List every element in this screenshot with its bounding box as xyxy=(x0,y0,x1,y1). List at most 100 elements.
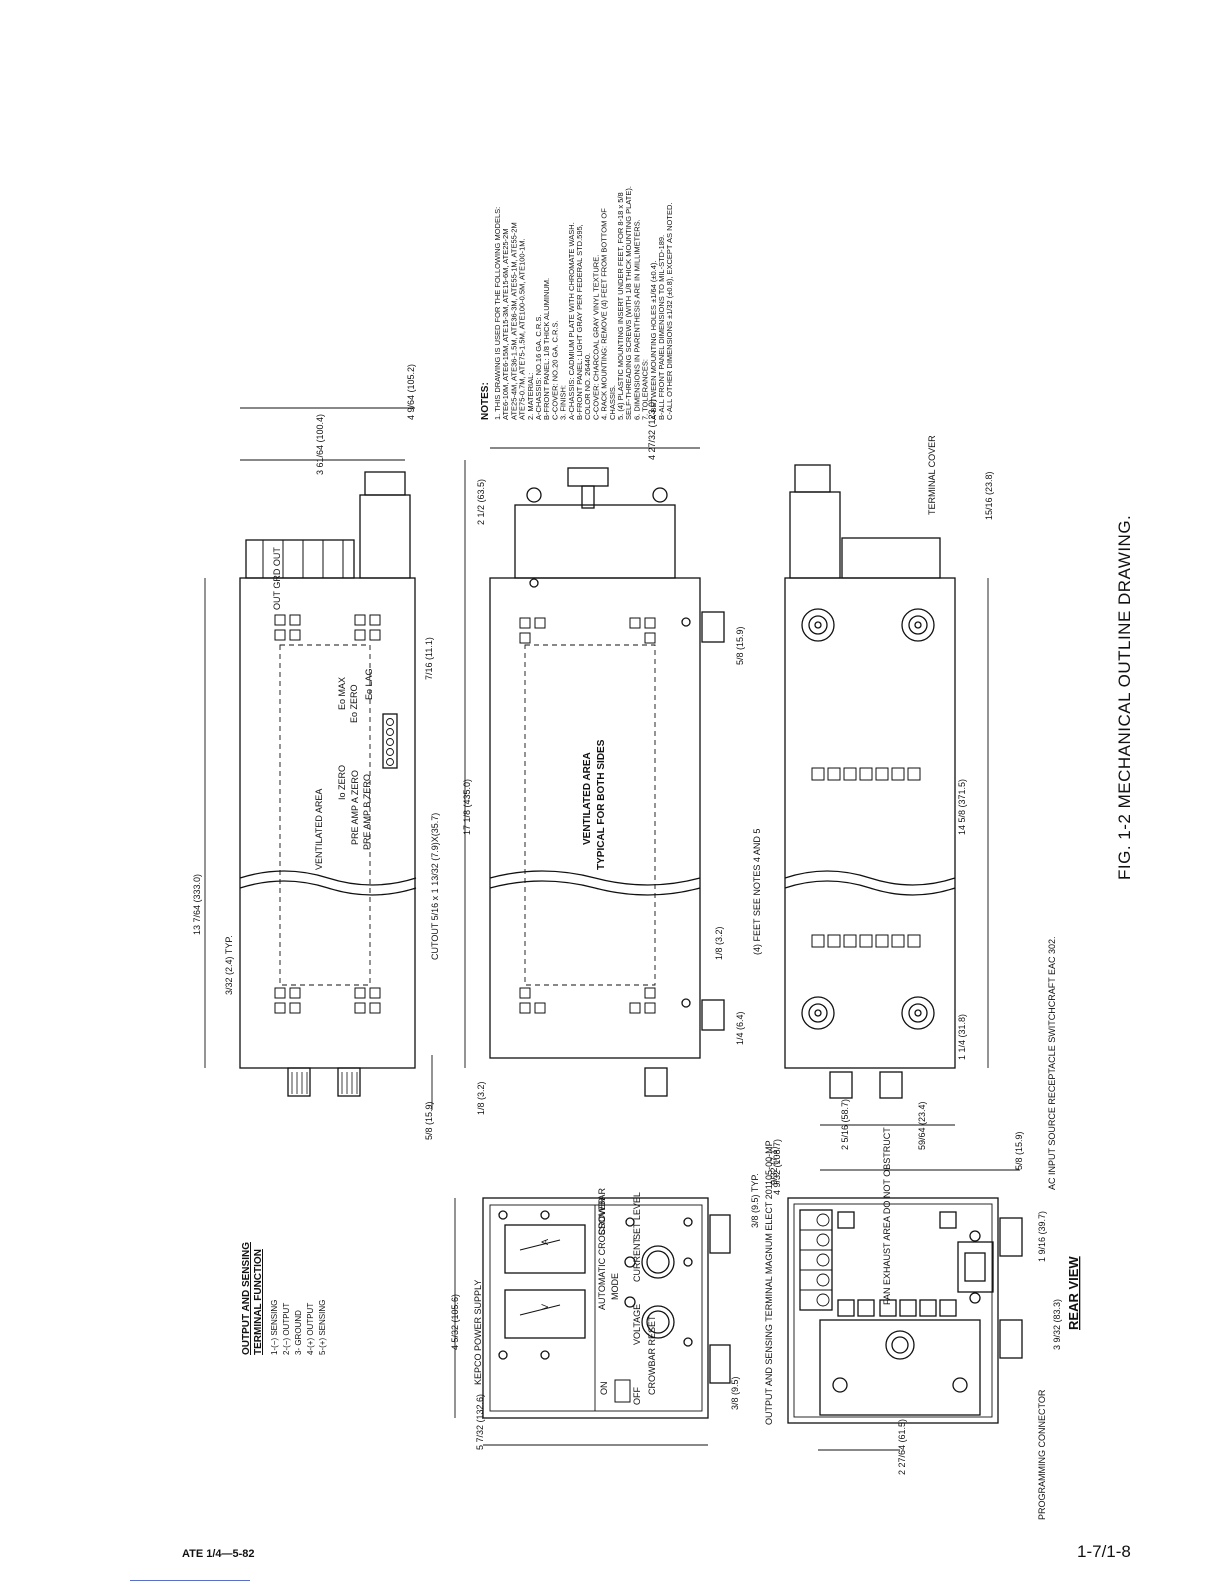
mounting-feet xyxy=(801,608,935,1030)
note-line: 4. RACK MOUNTING: REMOVE (4) FEET FROM B… xyxy=(600,208,609,420)
note-line: ATE25-4M, ATE36-1.5M, ATE36-3M, ATE55-1M… xyxy=(509,222,518,420)
note-line: ATE75-0.7M, ATE75-1.5M, ATE100-0.5M, ATE… xyxy=(518,238,527,420)
footer-page-number: 1-7/1-8 xyxy=(1077,1542,1131,1561)
dim-d11: 5/8 (15.9) xyxy=(735,626,745,665)
bottom-view xyxy=(784,464,989,1126)
rotated-labels: 4 9/64 (105.2) 3 61/64 (100.4) 13 7/64 (… xyxy=(192,186,1081,1520)
dim-d10: 4 27/32 (123.0) xyxy=(647,399,657,460)
note-line: B-FRONT PANEL: 1/8 THICK ALUMINUM. xyxy=(542,278,551,420)
dim-d1: 4 9/64 (105.2) xyxy=(406,364,416,420)
label-io-zero: Io ZERO xyxy=(337,765,347,800)
note-line: A-CHASSIS: CADMIUM PLATE WITH CHROMATE W… xyxy=(567,222,576,420)
dim-d6: 5/8 (15.9) xyxy=(424,1101,434,1140)
note-line: ATE6-10M, ATE6-15M, ATE15-3M, ATE15-6M, … xyxy=(501,229,510,420)
dim-d21: 3/8 (9.5) xyxy=(730,1376,740,1410)
note-line: COLOR NO. 26440. xyxy=(583,353,592,420)
label-meter-a: A xyxy=(540,1239,550,1245)
label-preamp-a: PRE AMP A ZERO xyxy=(350,770,360,845)
dim-d13: 1/4 (6.4) xyxy=(735,1011,745,1045)
footer-link-underline xyxy=(130,1580,250,1581)
label-current: CURRENT xyxy=(632,1237,642,1282)
dim-d12: 1/8 (3.2) xyxy=(714,926,724,960)
label-off: OFF xyxy=(632,1387,642,1405)
dim-d19: 4 5/32 (105.6) xyxy=(450,1294,460,1350)
dim-d24: 9/32 (7.1) xyxy=(769,1146,779,1185)
front-view xyxy=(454,1197,731,1446)
label-typical-both: TYPICAL FOR BOTH SIDES xyxy=(596,739,607,870)
dim-d4: 3/32 (2.4) TYP. xyxy=(224,935,234,995)
label-ventilated-both: VENTILATED AREA xyxy=(582,752,593,845)
label-terminal-strip: OUT GRD OUT xyxy=(272,547,282,610)
dim-d23: 3/8 (9.5) TYP. xyxy=(750,1173,760,1228)
note-line: 3. FINISH: xyxy=(559,385,568,420)
label-voltage: VOLTAGE xyxy=(632,1304,642,1345)
notes-heading: NOTES: xyxy=(480,382,491,420)
dim-d26: 1 9/16 (39.7) xyxy=(1037,1211,1047,1262)
dim-d20: 5 7/32 (132.6) xyxy=(475,1394,485,1450)
dim-d2: 3 61/64 (100.4) xyxy=(315,414,325,475)
dim-d14: 15/16 (23.8) xyxy=(984,471,994,520)
top-view xyxy=(464,447,725,1097)
dim-d5: 7/16 (11.1) xyxy=(424,637,434,680)
note-line: 2. MATERIAL: xyxy=(526,373,535,420)
rear-view xyxy=(787,1169,1023,1451)
label-programming: PROGRAMMING CONNECTOR xyxy=(1037,1389,1047,1520)
dim-d25: 5/8 (15.9) xyxy=(1014,1131,1024,1170)
figure-title: FIG. 1-2 MECHANICAL OUTLINE DRAWING. xyxy=(1115,514,1134,880)
dim-d3: 13 7/64 (333.0) xyxy=(192,874,202,935)
label-cutout: CUTOUT 5/16 x 1 13/32 (7.9)X(35.7) xyxy=(430,813,440,960)
dim-d8: 17 1/8 (435.0) xyxy=(462,779,472,835)
dim-d18: 59/64 (23.4) xyxy=(917,1101,927,1150)
label-rear-view: REAR VIEW xyxy=(1066,1256,1081,1330)
label-feet: (4) FEET SEE NOTES 4 AND 5 xyxy=(752,829,762,955)
note-line: A-BETWEEN MOUNTING HOLES ±1/64 (±0.4). xyxy=(649,260,658,420)
terminal-row: 3- GROUND xyxy=(294,1310,303,1355)
dim-d22: 4 9/32 (108.7) xyxy=(772,1139,782,1195)
label-mode: MODE xyxy=(610,1273,620,1300)
dim-d15: 14 5/8 (371.5) xyxy=(957,779,967,835)
label-on: ON xyxy=(599,1382,609,1396)
label-output-sensing-terminal: OUTPUT AND SENSING TERMINAL MAGNUM ELECT… xyxy=(764,1140,774,1425)
label-terminal-cover: TERMINAL COVER xyxy=(927,435,937,515)
dim-d16: 1 1/4 (31.8) xyxy=(957,1014,967,1060)
terminal-row: 5-(+) SENSING xyxy=(318,1300,327,1355)
label-eo-zero: Eo ZERO xyxy=(349,684,359,723)
note-line: 5. (4) PLASTIC MOUNTING INSERT UNDER FEE… xyxy=(616,192,625,420)
note-line: CHASSIS. xyxy=(608,385,617,420)
note-line: B-FRONT PANEL: LIGHT GRAY PER FEDERAL ST… xyxy=(575,224,584,420)
side-view xyxy=(204,407,433,1110)
note-line: C-COVER: NO.20 GA. C.R.S. xyxy=(550,320,559,420)
footer-doc-id: ATE 1/4—5-82 xyxy=(182,1548,255,1560)
label-preamp-b: PRE AMP B ZERO xyxy=(362,774,372,850)
dim-d7: 1/8 (3.2) xyxy=(476,1081,486,1115)
label-eo-max: Eo MAX xyxy=(337,677,347,710)
terminal-row: 1-(−) SENSING xyxy=(270,1300,279,1355)
terminal-row: 2-(−) OUTPUT xyxy=(282,1303,291,1355)
note-line: 7. TOLERANCES: xyxy=(641,359,650,420)
terminal-table-title: OUTPUT AND SENSING xyxy=(241,1242,252,1355)
note-line: C-COVER: CHARCOAL GRAY VINYL TEXTURE. xyxy=(591,255,600,420)
note-line: 1. THIS DRAWING IS USED FOR THE FOLLOWIN… xyxy=(493,207,502,420)
terminal-table-header: TERMINAL FUNCTION xyxy=(253,1249,264,1355)
label-eo-lag: Eo LAG xyxy=(364,668,374,700)
label-fan-exhaust: FAN EXHAUST AREA DO NOT OBSTRUCT xyxy=(882,1127,892,1305)
label-crowbar: CROWBAR xyxy=(597,1188,607,1236)
note-line: C-ALL OTHER DIMENSIONS ±1/32 (±0.8), EXC… xyxy=(665,203,674,420)
label-front-brand: KEPCO POWER SUPPLY xyxy=(473,1280,483,1385)
note-line: A-CHASSIS: NO.16 GA. C.R.S. xyxy=(534,315,543,420)
label-crowbar-reset: CROWBAR RESET xyxy=(647,1315,657,1395)
dim-d9: 2 1/2 (63.5) xyxy=(476,479,486,525)
note-line: SELF-THREADING SCREWS (WITH 1/8 THICK MO… xyxy=(624,186,633,420)
note-line: 6. DIMENSIONS IN PARENTHESIS ARE IN MILL… xyxy=(632,219,641,420)
label-meter-v: V xyxy=(540,1304,550,1310)
terminal-row: 4-(+) OUTPUT xyxy=(306,1303,315,1355)
label-ac-input: AC INPUT SOURCE RECEPTACLE SWITCHCRAFT E… xyxy=(1047,936,1057,1190)
dim-d17: 2 5/16 (58.7) xyxy=(840,1099,850,1150)
dim-d27: 3 9/32 (83.3) xyxy=(1052,1299,1062,1350)
note-line: B-ALL FRONT PANEL DIMENSIONS TO MIL-STD-… xyxy=(657,235,666,420)
notes-lines: 1. THIS DRAWING IS USED FOR THE FOLLOWIN… xyxy=(493,186,674,420)
dim-d28: 2 27/64 (61.5) xyxy=(897,1419,907,1475)
label-ventilated-area: VENTILATED AREA xyxy=(314,789,324,870)
